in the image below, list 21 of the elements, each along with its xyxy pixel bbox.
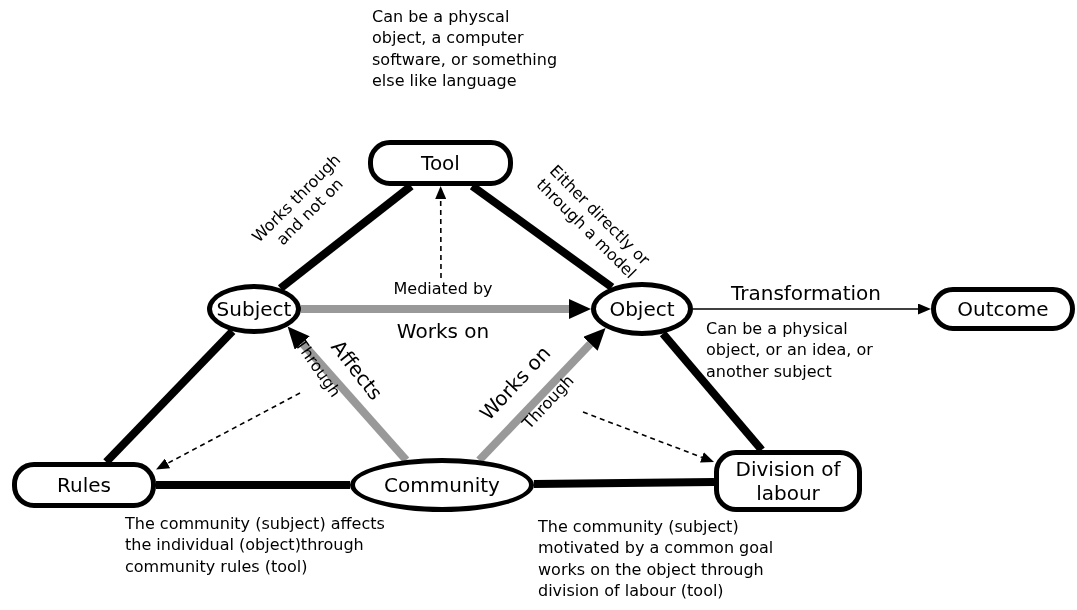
ellipse-node: Object (591, 282, 693, 336)
ellipse-node: Community (350, 458, 534, 512)
note-text: The community (subject) affects the individual (object)through community rules (tool) (125, 513, 386, 577)
connector-line (533, 477, 715, 488)
arrow (435, 186, 447, 279)
ellipse-node: Subject (207, 284, 301, 334)
rounded-node: Tool (368, 140, 513, 186)
note-text: Can be a physcal object, a computer software, or something else like language (372, 6, 559, 92)
connector-line (156, 481, 350, 489)
edge-label: Works on (396, 319, 490, 343)
rounded-node: Rules (12, 462, 156, 508)
rounded-node: Outcome (931, 287, 1075, 331)
note-text: The community (subject) motivated by a common goal works on the object through division of labour (tool) (538, 516, 775, 602)
arrow (582, 411, 715, 463)
rounded-node: Division of labour (714, 450, 862, 512)
arrow (692, 303, 931, 315)
note-text: Can be a physical object, or an idea, or another subject (706, 318, 874, 382)
edge-label: Transformation (730, 281, 882, 305)
arrow (301, 299, 591, 319)
edge-label: Mediated by (393, 279, 493, 299)
arrow (156, 392, 301, 470)
